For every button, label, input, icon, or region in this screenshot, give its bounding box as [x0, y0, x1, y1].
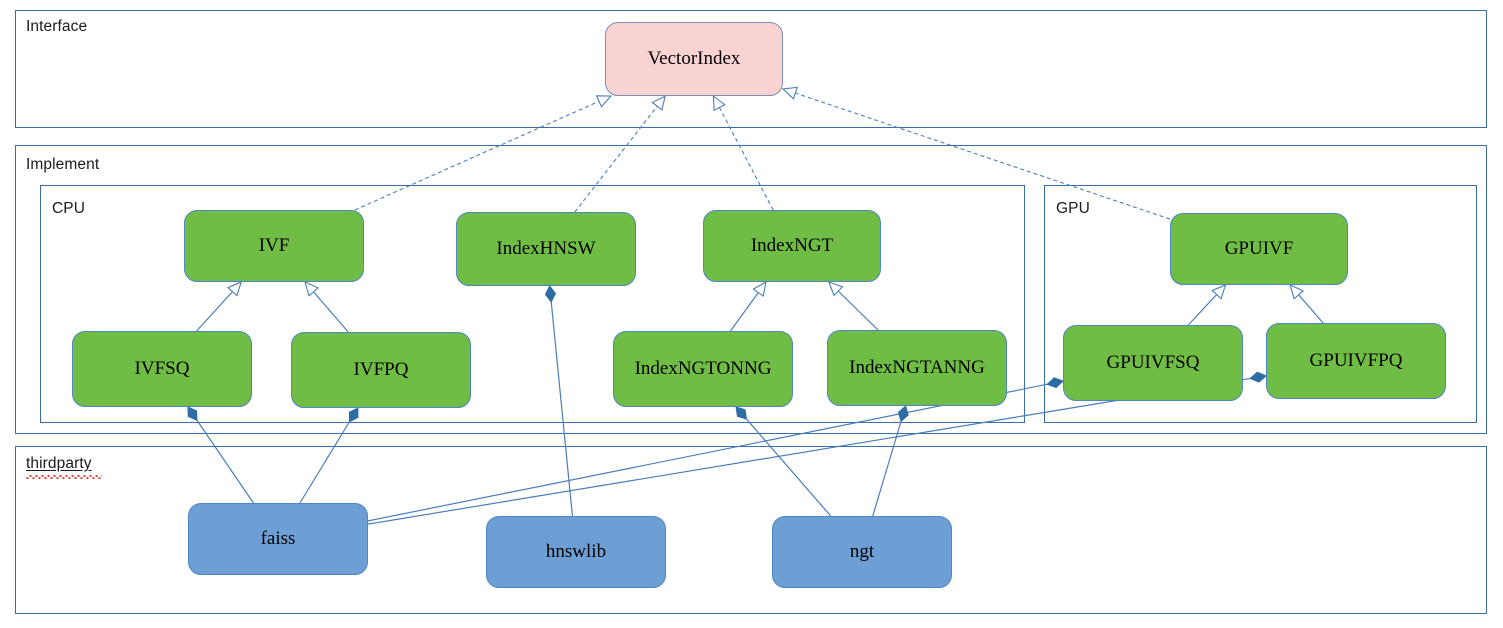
node-label-hnswlib: hnswlib	[545, 540, 607, 562]
node-ivfsq[interactable]: IVFSQ	[72, 331, 252, 407]
node-label-vectorindex: VectorIndex	[647, 47, 741, 69]
node-ivfpq[interactable]: IVFPQ	[291, 332, 471, 408]
node-label-gpuivfpq: GPUIVFPQ	[1309, 349, 1403, 371]
node-hnswlib[interactable]: hnswlib	[486, 516, 666, 588]
node-label-faiss: faiss	[260, 527, 296, 549]
node-gpuivfpq[interactable]: GPUIVFPQ	[1266, 323, 1446, 399]
node-label-indexhnsw: IndexHNSW	[496, 237, 596, 259]
node-indexhnsw[interactable]: IndexHNSW	[456, 212, 636, 286]
node-indexngt[interactable]: IndexNGT	[703, 210, 881, 282]
node-faiss[interactable]: faiss	[188, 503, 368, 575]
container-label-cpu: CPU	[52, 200, 86, 217]
node-indexngtanng[interactable]: IndexNGTANNG	[827, 330, 1007, 406]
node-vectorindex[interactable]: VectorIndex	[605, 22, 783, 96]
container-label-interface: Interface	[26, 18, 88, 35]
spellcheck-squiggle-thirdparty	[26, 475, 102, 479]
node-label-ivf: IVF	[258, 234, 290, 256]
node-label-indexngt: IndexNGT	[750, 234, 834, 256]
node-ngt[interactable]: ngt	[772, 516, 952, 588]
node-label-indexngtanng: IndexNGTANNG	[849, 356, 985, 378]
node-label-ivfpq: IVFPQ	[353, 358, 409, 380]
node-gpuivfsq[interactable]: GPUIVFSQ	[1063, 325, 1243, 401]
node-label-indexngtonng: IndexNGTONNG	[634, 357, 772, 379]
container-label-implement: Implement	[26, 156, 100, 173]
node-label-gpuivfsq: GPUIVFSQ	[1106, 351, 1200, 373]
node-label-ngt: ngt	[849, 540, 875, 562]
container-label-gpu: GPU	[1056, 200, 1090, 217]
container-gpu	[1044, 185, 1477, 423]
node-label-gpuivf: GPUIVF	[1224, 237, 1294, 259]
node-indexngtonng[interactable]: IndexNGTONNG	[613, 331, 793, 407]
node-label-ivfsq: IVFSQ	[134, 357, 190, 379]
container-label-thirdparty: thirdparty	[26, 455, 92, 472]
node-gpuivf[interactable]: GPUIVF	[1170, 213, 1348, 285]
node-ivf[interactable]: IVF	[184, 210, 364, 282]
